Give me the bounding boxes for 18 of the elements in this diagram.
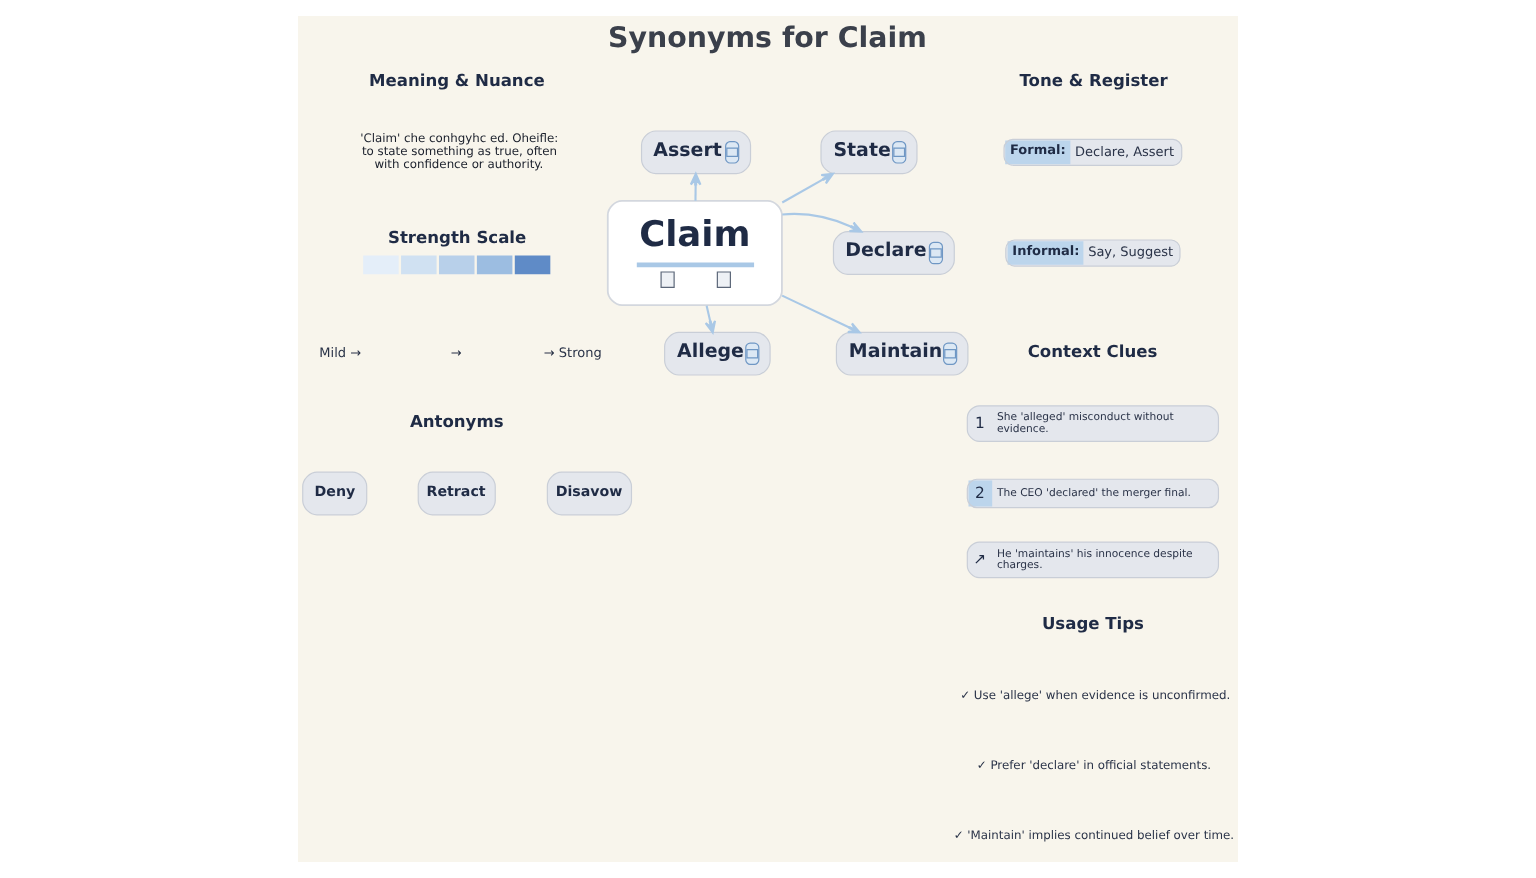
node-box: Maintain [835,331,969,376]
label: Antonyms [409,410,504,431]
arrow [781,294,861,334]
arrow [781,172,834,204]
node-box: Declare [832,231,955,275]
diagram-title: Synonyms for Claim [608,23,927,56]
node-box: State [820,130,918,175]
arrow [782,212,863,233]
label: Usage Tips [1041,613,1144,634]
node-box: Claim [606,200,783,307]
arrow [704,305,717,334]
arrow [689,172,702,201]
node-box: Assert [640,130,752,175]
label: Meaning & Nuance [369,69,545,90]
label: Tone & Register [1019,69,1168,90]
node-box: Allege [664,331,771,376]
label: Context Clues [1027,340,1158,361]
label: Strength Scale [388,226,527,247]
